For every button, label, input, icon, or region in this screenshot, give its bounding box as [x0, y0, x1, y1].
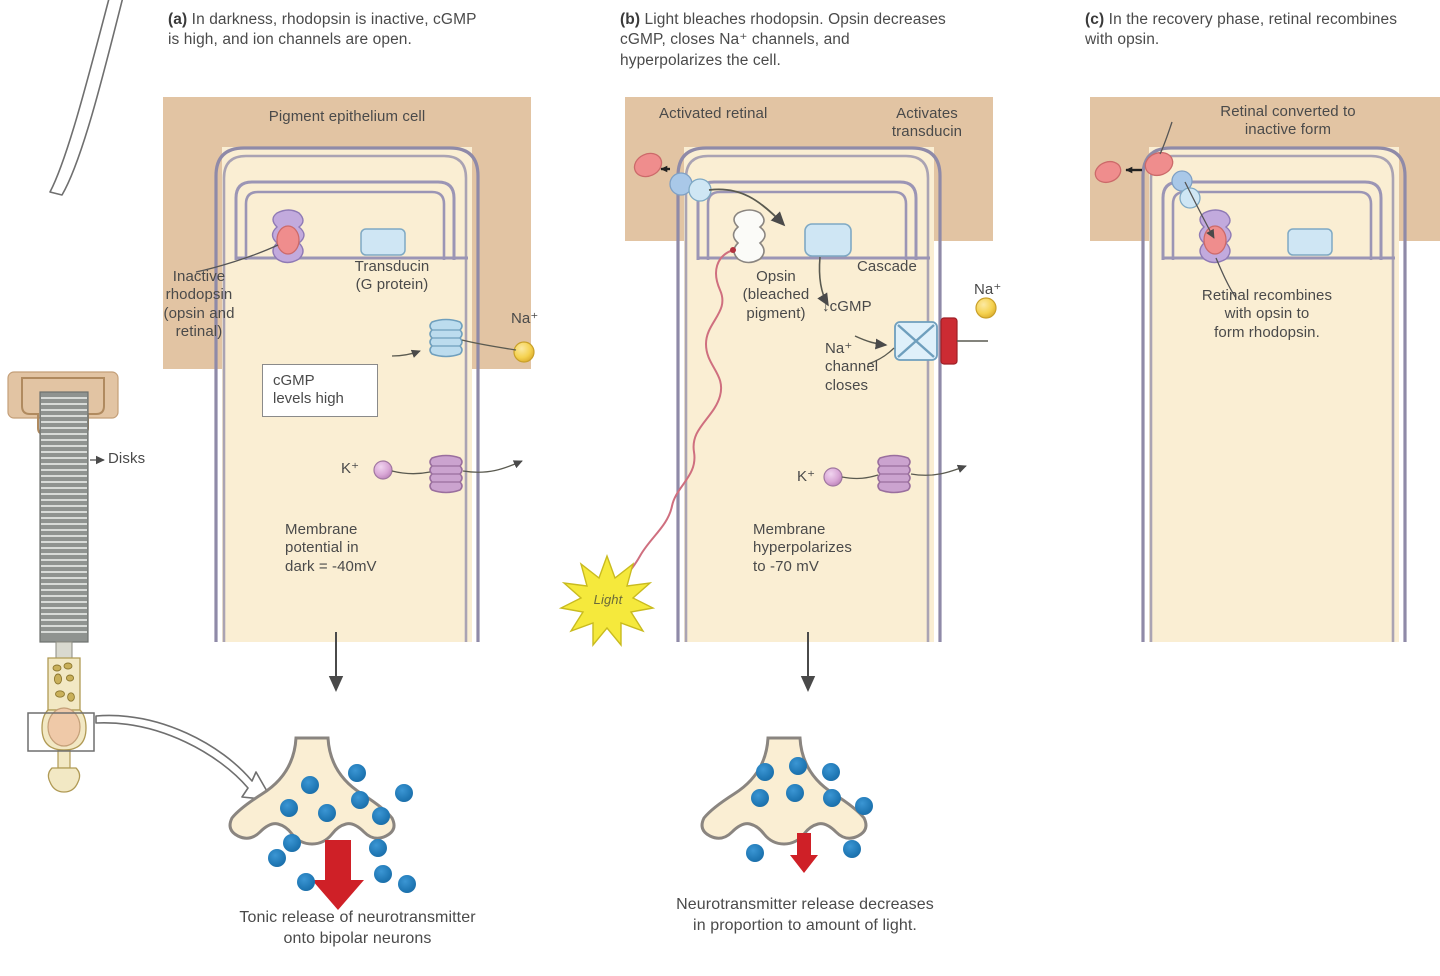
panel-a-plasma-membrane [214, 146, 480, 642]
panel-b-cascade-arrow [817, 256, 829, 307]
panel-b-na-label: Na⁺ [974, 281, 1002, 298]
panel-b-transducin [804, 223, 852, 257]
panel-b-release-arrow [790, 833, 818, 873]
panel-a-k-label: K⁺ [341, 460, 360, 477]
panel-b-terminal-caption: Neurotransmitter release decreases in pr… [676, 896, 934, 934]
caption-b-tag: (b) [620, 11, 641, 28]
panel-a-terminal-caption: Tonic release of neurotransmitter onto b… [239, 909, 476, 947]
caption-a-text: In darkness, rhodopsin is inactive, cGMP… [168, 11, 477, 49]
rod-outer-segment [39, 391, 89, 643]
rod-cell-overview [7, 0, 273, 801]
panel-a-transducin [360, 228, 406, 256]
panel-a-na-ion [513, 341, 535, 363]
panel-c-retinal-released [1094, 160, 1122, 184]
panel-b-artwork [558, 97, 997, 873]
panel-c-cytoplasm [1149, 147, 1399, 642]
zoom-arrow-to-terminal [95, 714, 273, 801]
panel-a-synaptic-terminal [228, 736, 416, 910]
rod-disks-stack [41, 396, 87, 634]
panel-a-cgmp-box: cGMP levels high [262, 364, 378, 417]
caption-c: (c) In the recovery phase, retinal recom… [1085, 10, 1405, 51]
caption-a: (a) In darkness, rhodopsin is inactive, … [168, 10, 478, 51]
caption-c-text: In the recovery phase, retinal recombine… [1085, 11, 1398, 49]
caption-b-text: Light bleaches rhodopsin. Opsin decrease… [620, 11, 946, 69]
panel-a-epithelium-label: Pigment epithelium cell [268, 108, 426, 125]
panel-a-vesicles-outside [268, 834, 416, 893]
panel-b-vesicles-outside [746, 840, 861, 862]
caption-b: (b) Light bleaches rhodopsin. Opsin decr… [620, 10, 950, 71]
panel-c-transducin [1287, 228, 1333, 256]
caption-c-tag: (c) [1085, 11, 1105, 28]
panel-b-k-ion [823, 467, 843, 487]
rod-synaptic-terminal-small [47, 749, 81, 793]
panel-c-retinal-recombines-label: Retinal recombines with opsin to form rh… [1201, 287, 1333, 341]
panel-b-light-label: Light [593, 592, 623, 607]
panel-b-cascade-label: Cascade [857, 258, 917, 275]
panel-a-na-label: Na⁺ [511, 310, 539, 327]
rod-nucleus [47, 707, 81, 747]
panel-a-k-ion [373, 460, 393, 480]
panel-b-na-channel-closes-label: Na⁺ channel closes [825, 340, 879, 394]
panel-b-na-ion [975, 297, 997, 319]
panel-b-activated-retinal [633, 152, 663, 178]
panel-b-light-squiggle [599, 249, 734, 599]
panel-a-retinal [276, 225, 300, 255]
panel-a-vesicles-inside [280, 764, 413, 825]
panel-b-opsin-bleached [732, 209, 766, 264]
panel-b-light-burst [558, 553, 656, 647]
panel-b-cytoplasm [684, 147, 934, 642]
panel-c-retinal-converted-label: Retinal converted to inactive form [1220, 103, 1356, 139]
panel-b-activation-arc [708, 188, 786, 227]
panel-a-transducin-label: Transducin (G protein) [354, 258, 430, 294]
panel-c-retinal [1203, 225, 1227, 255]
rod-inner-segment [47, 657, 81, 711]
panel-b-activates-transducin-label: Activates transducin [891, 105, 963, 141]
panel-b-cgmp-label: ↓cGMP [822, 298, 872, 315]
panel-b-vesicles-inside [751, 757, 873, 815]
zoom-arrow-to-panel-a [49, 0, 124, 196]
panel-a-disk-membrane [234, 180, 468, 260]
panel-b-retinal-subunit-2 [688, 178, 712, 202]
panel-b-na-channel-closed [894, 321, 938, 361]
panel-a-membrane-potential-label: Membrane potential in dark = -40mV [285, 521, 377, 575]
panel-a-rhodopsin-label: Inactive rhodopsin (opsin and retinal) [163, 268, 235, 340]
panel-b-k-label: K⁺ [797, 468, 816, 485]
terminal-callout-box [27, 712, 95, 752]
panel-b-opsin-label: Opsin (bleached pigment) [742, 268, 810, 322]
panel-b-k-channel [877, 454, 911, 494]
panel-a-artwork [163, 97, 535, 910]
panel-c-artwork [1090, 97, 1440, 642]
panel-b-plasma-membrane [676, 146, 942, 642]
rod-cell-body [41, 707, 87, 751]
panel-a-rhodopsin [271, 209, 305, 264]
panel-c-retinal-inactive [1144, 151, 1174, 177]
panel-a-na-channel-open [429, 318, 463, 358]
caption-a-tag: (a) [168, 11, 188, 28]
panel-b-channel-blocker [940, 317, 958, 365]
disks-label: Disks [108, 450, 146, 467]
panel-c-disk-membrane [1161, 180, 1395, 260]
panel-a-release-arrow [312, 840, 364, 910]
panel-b-membrane-potential-label: Membrane hyperpolarizes to -70 mV [753, 521, 852, 575]
panel-c-rhodopsin [1198, 209, 1232, 264]
panel-b-synaptic-terminal [700, 736, 873, 873]
panel-b-activated-retinal-label: Activated retinal [659, 105, 768, 122]
panel-a-k-channel [429, 454, 463, 494]
